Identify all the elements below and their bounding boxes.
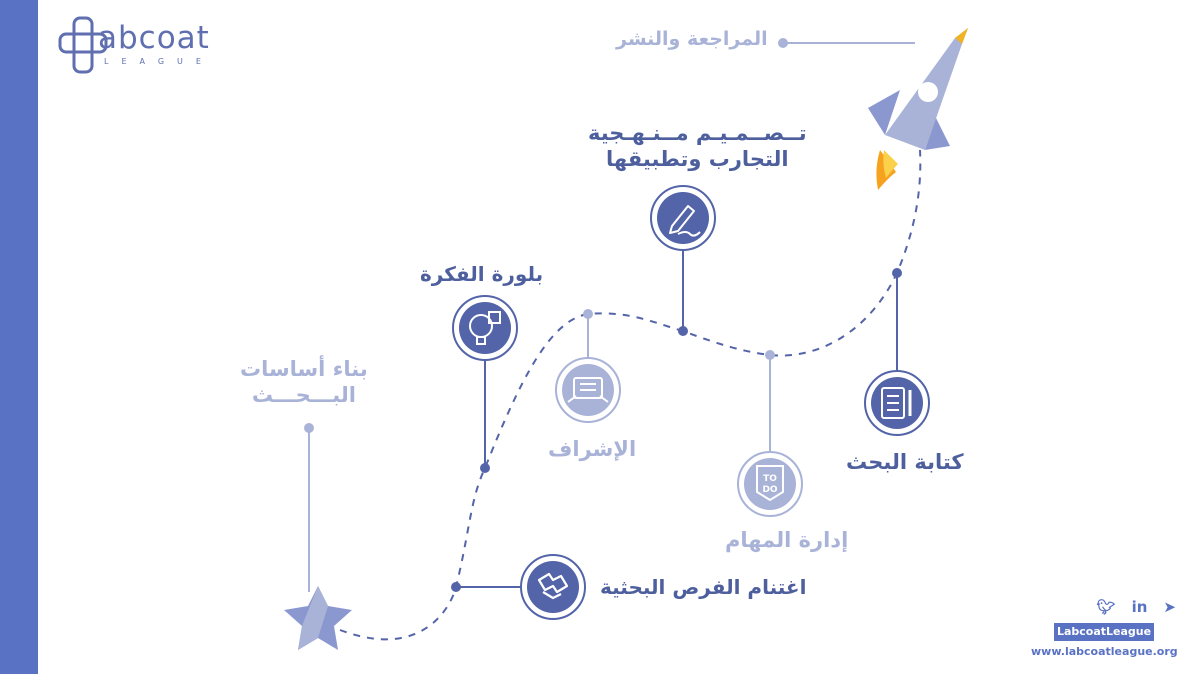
linkedin-icon[interactable]: in [1131,598,1148,616]
todo-list-icon: TO DO [737,451,803,517]
writing-label: كتابة البحث [846,450,964,474]
foundations-line1: بناء أساسات [240,357,368,381]
design-dot [678,326,688,336]
social-links: 🐦︎ in ➤ [1097,598,1176,616]
brand-subline: LEAGUE [104,57,214,66]
star-icon [284,586,352,650]
supervision-dot [583,309,593,319]
idea-label: بلورة الفكرة [420,262,544,286]
pencil-icon [650,185,716,251]
opportunities-label: اغتنام الفرص البحثية [600,575,807,599]
design-label: تــصــمـيـم مــنـهـجية التجارب وتطبيقها [588,120,807,173]
idea-dot [480,463,490,473]
twitter-icon[interactable]: 🐦︎ [1096,598,1116,616]
review-dot [778,38,788,48]
journey-path [339,149,922,641]
puzzle-icon [520,554,586,620]
opportunities-dot [451,582,461,592]
tasks-dot [765,350,775,360]
telegram-icon[interactable]: ➤ [1163,598,1176,616]
left-accent-bar [0,0,38,674]
todo-bottom-text: DO [762,485,777,495]
supervision-label: الإشراف [548,437,637,461]
review-label: المراجعة والنشر [616,28,768,50]
brand-wordmark: abcoat [98,20,210,56]
labcoat-logo-icon [58,16,108,74]
rocket-icon [868,28,968,190]
brand-handle: LabcoatLeague [1054,623,1154,641]
foundations-label: بناء أساسات البـــحـــث [240,356,368,409]
writing-dot [892,268,902,278]
website-link[interactable]: www.labcoatleague.org [1031,645,1178,658]
foundations-dot [304,423,314,433]
supervision-board-icon [555,357,621,423]
notebook-pen-icon [864,370,930,436]
todo-top-text: TO [763,474,777,484]
design-line2: التجارب وتطبيقها [606,147,789,172]
design-line1: تــصــمـيـم مــنـهـجية [588,121,807,145]
foundations-line2: البـــحـــث [251,383,356,408]
tasks-label: إدارة المهام [725,528,849,552]
lightbulb-puzzle-icon [452,295,518,361]
